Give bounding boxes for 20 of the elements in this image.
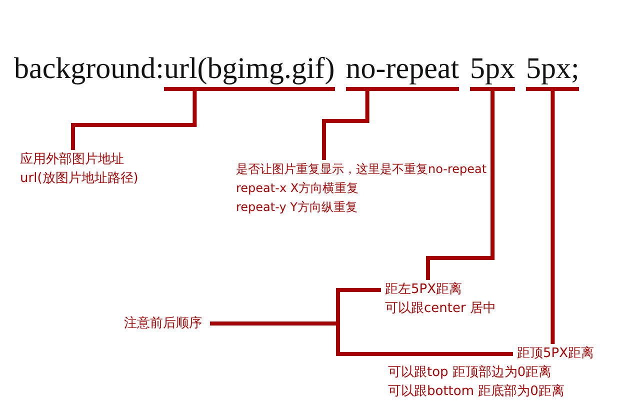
underlined-code: url(bgimg.gif) [164,52,335,91]
annotation-text: 可以跟center 居中 [385,300,496,318]
annotation-text: 应用外部图片地址 [20,151,125,169]
annotation-text: 距左5PX距离 [385,281,464,299]
connector-line [322,91,370,160]
annotation-text: 注意前后顺序 [124,315,202,333]
annotation-text: repeat-x X方向横重复 [236,180,360,197]
underlined-code: 5px; [526,52,580,91]
connector-line [550,91,555,344]
annotation-text: 可以跟bottom 距底部为0距离 [388,383,566,401]
annotation-text: url(放图片地址路径) [20,170,138,188]
annotation-text: 距顶5PX距离 [516,345,594,363]
annotation-text: 是否让图片重复显示，这里是不重复no-repeat [236,161,487,178]
connector-line [71,91,197,150]
code-text: background: [14,52,164,86]
annotation-text: repeat-y Y方向纵重复 [236,199,358,216]
annotation-text: 可以跟top 距顶部边为0距离 [388,364,553,382]
underlined-code: no-repeat [346,52,460,91]
underlined-code: 5px [470,52,516,91]
connector-line [426,91,495,280]
